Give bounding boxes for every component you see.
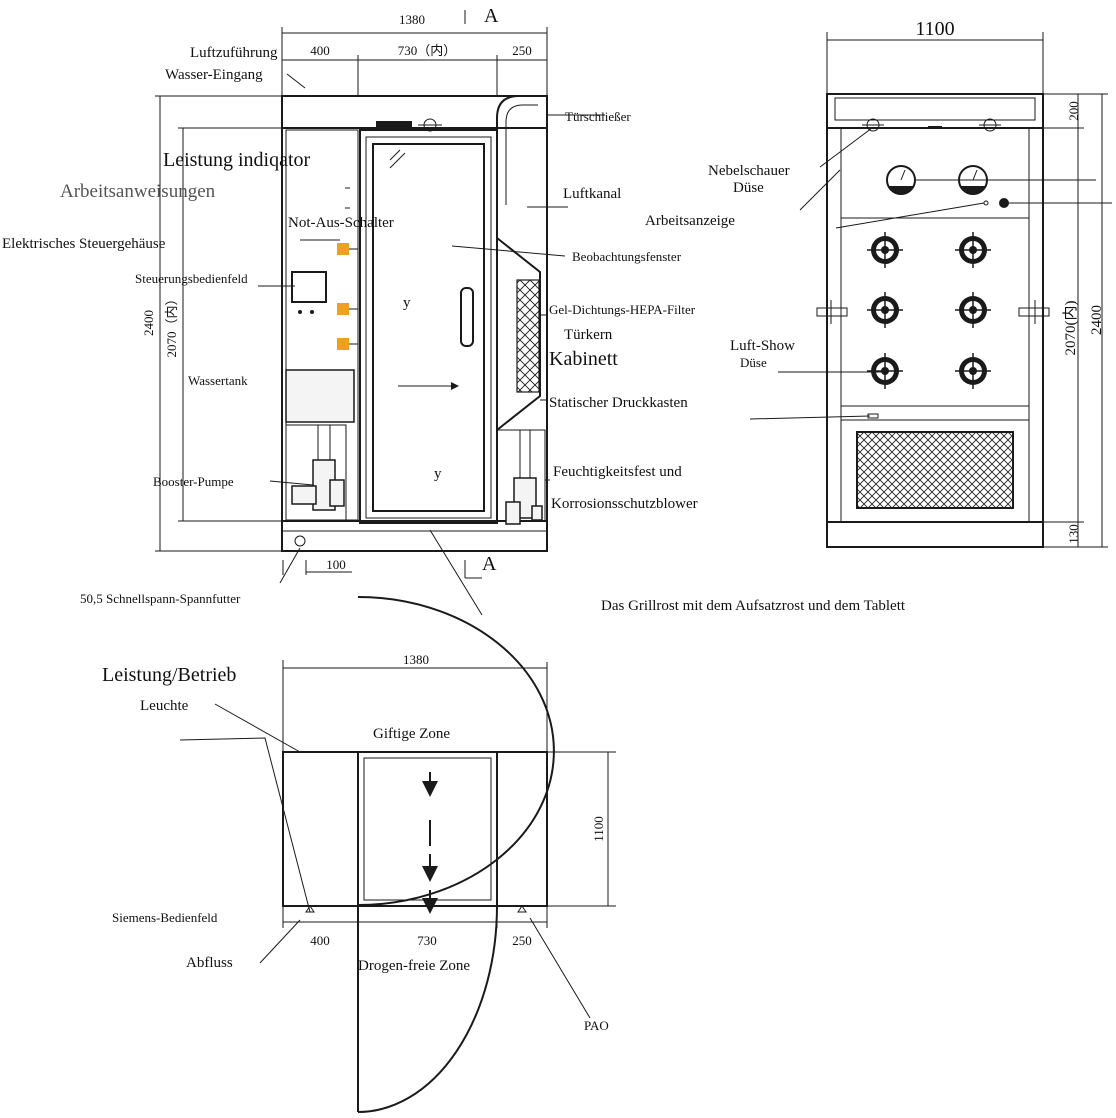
label-emergency-stop: Not-Aus-Schalter: [288, 215, 394, 231]
dim-right: 250: [512, 43, 532, 58]
label-pao: PAO: [584, 1018, 609, 1033]
label-water-inlet: Wasser-Eingang: [165, 67, 263, 83]
dim-inner-height: 2070（内）: [164, 292, 179, 357]
air-nozzle-icon: [955, 232, 991, 268]
side-dim-width: 1100: [915, 18, 954, 40]
label-booster-pump: Booster-Pumpe: [153, 474, 234, 489]
label-drug-free-zone: Drogen-freie Zone: [358, 958, 470, 974]
air-nozzle-icon: [955, 353, 991, 389]
label-air-supply: Luftzuführung: [190, 45, 278, 61]
dim-left: 400: [310, 43, 330, 58]
air-nozzle-icon: [867, 232, 903, 268]
plan-dim-overall-width: 1380: [403, 652, 429, 667]
air-nozzle-icon: [867, 292, 903, 328]
flow-marker-upper: y: [403, 295, 411, 311]
label-air-duct: Luftkanal: [563, 186, 621, 202]
plan-dim-left: 400: [310, 933, 330, 948]
side-view: 1100 200 2070(内) 2400 130 Nebelschauer D…: [645, 18, 1112, 548]
label-drain: Abfluss: [186, 955, 233, 971]
label-hepa-filter: Gel-Dichtungs-HEPA-Filter: [549, 302, 696, 317]
label-air-nozzle-line2: Düse: [740, 355, 767, 370]
label-control-panel: Steuerungsbedienfeld: [135, 271, 248, 286]
label-door-core: Türkern: [564, 327, 613, 343]
label-power-lamp-line1: Leistung/Betrieb: [102, 664, 236, 686]
side-dim-inner-height: 2070(内): [1062, 301, 1079, 356]
label-water-tank: Wassertank: [188, 373, 248, 388]
dim-inner: 730（内）: [398, 43, 457, 58]
label-toxic-zone: Giftige Zone: [373, 726, 450, 742]
front-view: 1380 A A 400 730（内） 250 2400 2070（内） 100…: [2, 5, 698, 616]
label-siemens-panel: Siemens-Bedienfeld: [112, 910, 218, 925]
side-dim-bottom: 130: [1066, 524, 1081, 544]
air-nozzle-icon: [867, 232, 991, 389]
dim-overall-width: 1380: [399, 12, 425, 27]
label-mist-nozzle-line1: Nebelschauer: [708, 163, 790, 179]
caption: Das Grillrost mit dem Aufsatzrost und de…: [601, 598, 906, 614]
label-air-nozzle-line1: Luft-Show: [730, 338, 795, 354]
plan-view: 1380 1100 400 730 250 Leistung/Betrieb L…: [102, 596, 616, 1113]
label-blower-line2: Korrosionsschutzblower: [551, 496, 698, 512]
label-control-box: Elektrisches Steuergehäuse: [2, 236, 166, 252]
label-door-closer: Türschließer: [565, 109, 631, 124]
label-quick-clamp: 50,5 Schnellspann-Spannfutter: [80, 591, 241, 606]
label-power-indicator: Leistung indiqator: [163, 149, 311, 171]
plan-dim-inner: 730: [417, 933, 437, 948]
air-nozzle-icon: [955, 292, 991, 328]
air-nozzle-icon: [867, 353, 903, 389]
gauge-icon: [886, 165, 988, 195]
section-mark-bottom: A: [482, 553, 497, 575]
plan-dim-depth: 1100: [591, 816, 606, 842]
label-static-pressure-box: Statischer Druckkasten: [549, 395, 688, 411]
plan-dim-right: 250: [512, 933, 532, 948]
valve-icon: [337, 243, 358, 350]
label-blower-line1: Feuchtigkeitsfest und: [553, 464, 682, 480]
flow-marker-lower: y: [434, 466, 442, 482]
side-dim-height: 2400: [1089, 305, 1105, 335]
label-cabinet: Kabinett: [549, 348, 618, 370]
dim-overall-height: 2400: [141, 310, 156, 336]
dim-bottom: 100: [326, 557, 346, 572]
label-work-instructions: Arbeitsanweisungen: [60, 181, 216, 202]
label-observation-window: Beobachtungsfenster: [572, 249, 682, 264]
section-mark-top: A: [484, 5, 499, 27]
label-power-lamp-line2: Leuchte: [140, 698, 189, 714]
side-dim-top: 200: [1066, 101, 1081, 121]
label-mist-nozzle-line2: Düse: [733, 180, 764, 196]
label-work-indicator: Arbeitsanzeige: [645, 213, 735, 229]
